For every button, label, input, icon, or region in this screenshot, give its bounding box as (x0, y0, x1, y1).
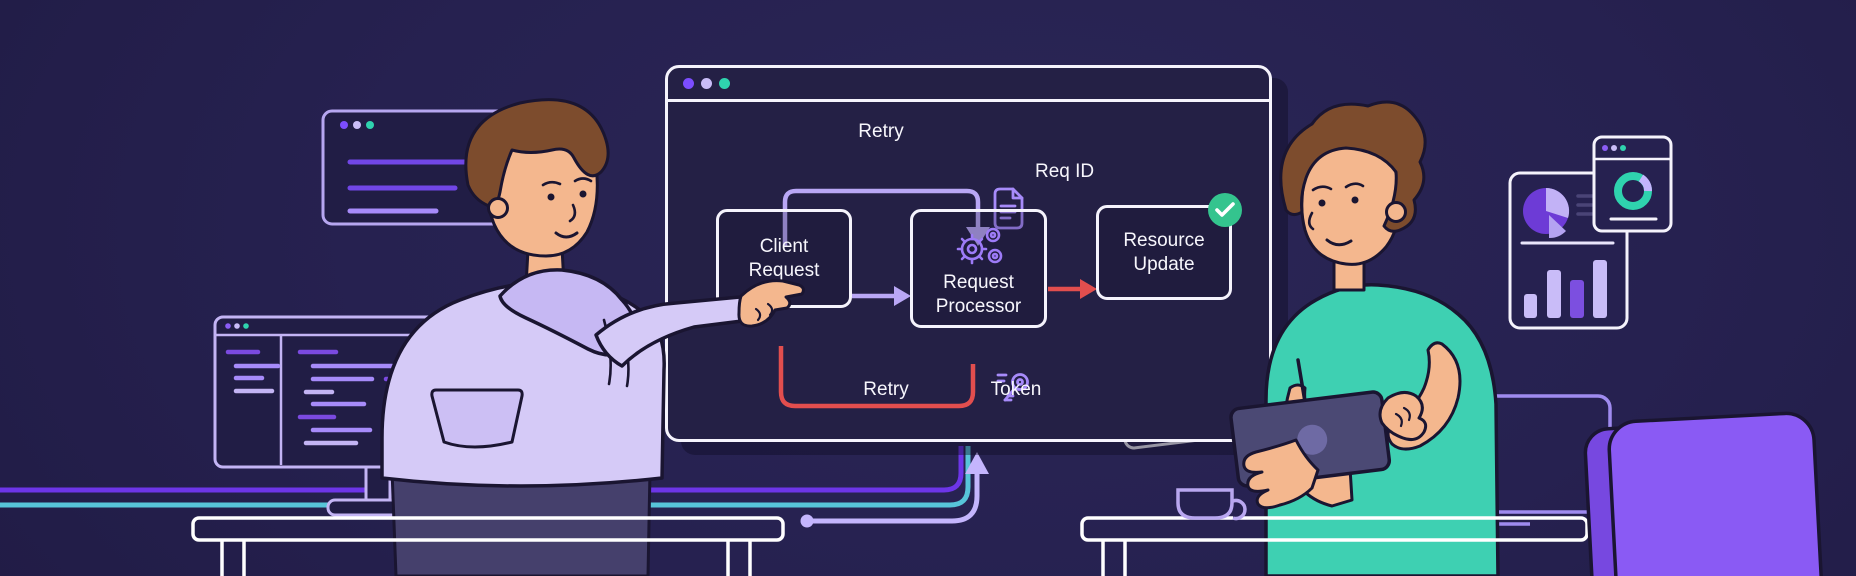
node-resource-update: Resource Update (1096, 193, 1242, 300)
node-label: Client Request (748, 235, 820, 281)
window-titlebar (668, 68, 1269, 102)
retry-loop-top (782, 188, 990, 246)
stylus (1296, 358, 1307, 404)
purple-cable (0, 446, 964, 493)
retry-bottom-label: Retry (863, 379, 909, 400)
ear (1385, 201, 1407, 223)
retry-top-label: Retry (858, 121, 904, 142)
edge-client-to-processor (852, 286, 911, 306)
donut-chart-icon (1614, 172, 1652, 210)
face-lines (541, 177, 593, 239)
window-dot-icon (719, 78, 730, 89)
pie-chart-icon (1523, 187, 1570, 239)
gears-icon (956, 227, 1002, 264)
window-dot-icon (353, 121, 361, 129)
document-icon (993, 187, 1024, 230)
hair (1279, 100, 1427, 233)
right-desk (1080, 516, 1589, 576)
token-label: Token (990, 379, 1042, 400)
lavender-arrow-cable (800, 452, 989, 528)
presenter-left (380, 98, 805, 576)
node-client-request: Client Request (716, 209, 852, 308)
window-dot-icon (366, 121, 374, 129)
hand-lines (1394, 406, 1411, 428)
node-request-processor: Request Processor (910, 209, 1047, 328)
req-id-label: Req ID (1035, 161, 1095, 182)
edge-processor-to-resource (1048, 279, 1097, 299)
window-dot-icon (701, 78, 712, 89)
face-features (1318, 196, 1359, 207)
left-desk (191, 516, 785, 576)
check-icon (1208, 193, 1242, 227)
diagram-window: Client Request Requ (665, 65, 1272, 442)
right-hand (1378, 391, 1428, 441)
diagram-canvas: Client Request Requ (668, 105, 1269, 439)
key-icon (996, 373, 1029, 402)
window-dot-icon (340, 121, 348, 129)
coffee-cup-icon (1176, 488, 1247, 521)
hand-lines (754, 302, 774, 322)
ear (487, 197, 509, 219)
bar-chart-icon (1524, 260, 1607, 318)
node-label: Resource Update (1123, 229, 1205, 275)
face-lines (1307, 182, 1365, 247)
mini-browser-donut (1592, 135, 1673, 233)
diagram-edges (778, 187, 1097, 409)
purple-chair (1583, 411, 1826, 576)
pointing-hand (737, 279, 805, 328)
cyan-cable (0, 446, 971, 508)
presenter-right (1229, 100, 1500, 576)
hoodie-pocket (430, 388, 524, 449)
node-label: Request Processor (935, 271, 1022, 317)
retry-loop-bottom (778, 346, 976, 409)
left-hand (1242, 438, 1320, 510)
window-dot-icon (683, 78, 694, 89)
face-features (547, 190, 587, 201)
